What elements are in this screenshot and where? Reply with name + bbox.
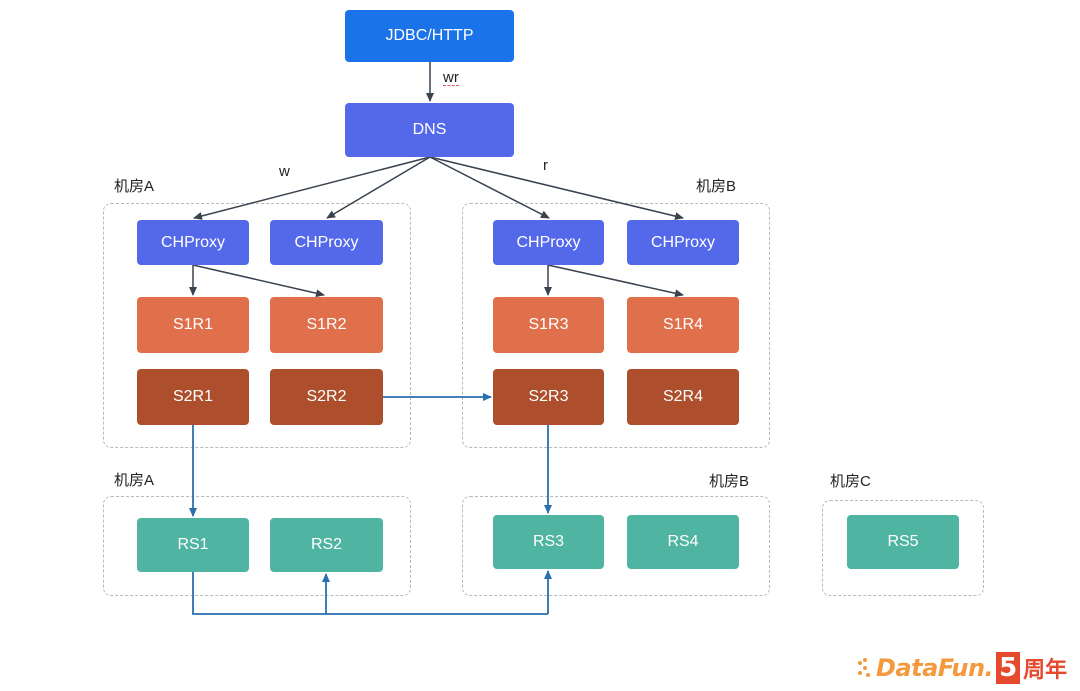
arrow-dns-to-chproxy-b2 (429, 156, 684, 221)
arrow-dns-to-chproxy-a2 (326, 156, 431, 219)
arrow-dns-to-chproxy-a1 (193, 156, 431, 220)
s1r4-node: S1R4 (627, 297, 739, 353)
zone-label-b-bottom: 机房B (709, 473, 750, 490)
logo-dots-icon (858, 658, 870, 678)
zone-label-a-bottom: 机房A (114, 472, 155, 489)
rs1-node: RS1 (137, 518, 249, 572)
zone-a-top (103, 203, 411, 448)
s2r4-node: S2R4 (627, 369, 739, 425)
line-rs1-bus (192, 572, 548, 615)
zone-label-a-top: 机房A (114, 178, 155, 195)
logo-brand-text: DataFun. (876, 654, 994, 682)
zone-b-bottom (462, 496, 770, 596)
client-node: JDBC/HTTP (345, 10, 514, 62)
edge-label-r: r (543, 157, 548, 174)
arrow-proxy-a1-to-s1r2 (192, 264, 325, 298)
rs2-node: RS2 (270, 518, 383, 572)
dns-node: DNS (345, 103, 514, 157)
logo-number: 5 (996, 652, 1021, 684)
datafun-logo: DataFun. 5 周年 (858, 648, 1067, 688)
zone-c-bottom (822, 500, 984, 596)
s1r3-node: S1R3 (493, 297, 604, 353)
rs3-node: RS3 (493, 515, 604, 569)
logo-suffix: 周年 (1023, 658, 1068, 683)
zone-label-b-top: 机房B (696, 178, 737, 195)
s1r2-node: S1R2 (270, 297, 383, 353)
chproxy-node-a1: CHProxy (137, 220, 249, 265)
zone-a-bottom (103, 496, 411, 596)
arrow-dns-to-chproxy-b1 (429, 156, 550, 219)
rs5-node: RS5 (847, 515, 959, 569)
s2r1-node: S2R1 (137, 369, 249, 425)
chproxy-node-a2: CHProxy (270, 220, 383, 265)
rs4-node: RS4 (627, 515, 739, 569)
s2r3-node: S2R3 (493, 369, 604, 425)
edge-label-wr: wr (443, 69, 459, 86)
chproxy-node-b2: CHProxy (627, 220, 739, 265)
arrow-proxy-b1-to-s1r4 (547, 264, 684, 298)
s1r1-node: S1R1 (137, 297, 249, 353)
zone-b-top (462, 203, 770, 448)
zone-label-c-bottom: 机房C (830, 473, 871, 490)
s2r2-node: S2R2 (270, 369, 383, 425)
chproxy-node-b1: CHProxy (493, 220, 604, 265)
edge-label-w: w (279, 163, 290, 180)
